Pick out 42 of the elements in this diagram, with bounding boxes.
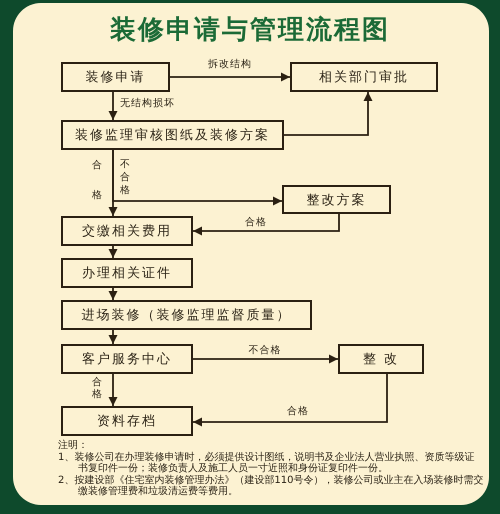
diagram-title: 装修申请与管理流程图: [110, 15, 390, 45]
process-box: [61, 62, 170, 92]
edge-label: 无结构损坏: [120, 98, 175, 110]
process-box: [61, 300, 312, 330]
footnote-text: 2、按建设部《住宅室内装修管理办法》（建设部110号令），装修公司或业主在入场装修时需交缴装修管理费和垃圾清运费等费用。: [58, 474, 484, 498]
edge-label: 不合格: [120, 158, 130, 197]
edge-label: 合格: [245, 217, 267, 229]
process-box: [338, 344, 424, 374]
step-label: 资料存档: [97, 413, 157, 430]
edge-label: 拆改结构: [208, 59, 252, 71]
edge-label: 不合格: [248, 345, 282, 357]
step-label: 装修申请: [86, 69, 146, 86]
process-box: [61, 344, 193, 374]
arrow: [170, 72, 290, 82]
process-box: [290, 62, 438, 92]
footnote-text: 1、装修公司在办理装修申请时，必须提供设计图纸，说明书及企业法人营业执照、资质等级证书复印件一份；装修负责人及施工人员一寸近照和身份证复印件一份。: [58, 452, 476, 474]
step-label: 进场装修（装修监理监督质量）: [82, 307, 292, 324]
edge-label: 合格: [287, 406, 309, 418]
step-label: 整改方案: [306, 192, 366, 208]
process-box: [61, 406, 193, 436]
process-box: [61, 258, 193, 288]
step-label: 整 改: [362, 351, 400, 368]
arrow: [193, 214, 340, 236]
arrow: [108, 92, 118, 120]
arrow: [108, 330, 118, 344]
step-label: 相关部门审批: [319, 69, 409, 86]
arrow: [108, 246, 118, 258]
arrow: [284, 92, 372, 136]
process-box: [61, 120, 284, 150]
note-heading: 注明：: [58, 440, 89, 452]
step-label: 办理相关证件: [82, 265, 172, 282]
process-box: [282, 185, 391, 214]
step-label: 装修监理审核图纸及装修方案: [75, 127, 270, 144]
process-box: [61, 216, 193, 246]
step-label: 交缴相关费用: [82, 223, 172, 240]
arrow: [108, 374, 118, 406]
step-label: 客户服务中心: [82, 351, 172, 368]
edge-label: 合格: [92, 377, 102, 401]
arrow: [112, 150, 282, 206]
arrow: [108, 288, 118, 300]
arrow: [193, 374, 388, 426]
arrow: [193, 354, 338, 364]
